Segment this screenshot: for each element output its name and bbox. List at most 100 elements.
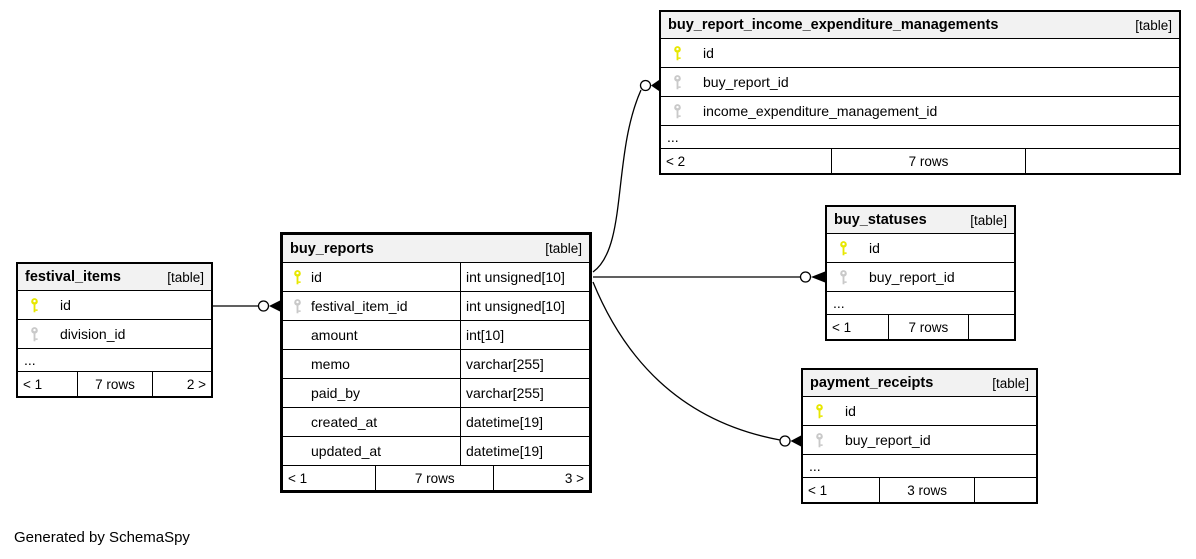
ellipsis-row: ... (18, 349, 211, 372)
foreign-key-icon (31, 326, 38, 341)
table-buy-statuses[interactable]: buy_statuses [table] id buy_report_id ..… (825, 205, 1016, 341)
primary-key-icon (840, 240, 847, 255)
zero-cardinality-dot-icon (639, 79, 652, 92)
column-type: varchar[255] (460, 350, 589, 378)
column-row-buy-report-id: buy_report_id (827, 263, 1014, 292)
table-name-label: buy_report_income_expenditure_management… (668, 17, 999, 33)
column-row-id: id (18, 291, 211, 320)
column-name: id (869, 240, 880, 256)
table-footer: < 1 7 rows 2 > (18, 372, 211, 396)
relationship-buy-reports-to-buy-statuses (593, 271, 825, 283)
column-name: id (60, 297, 71, 313)
ellipsis-row: ... (661, 126, 1179, 149)
column-name: id (845, 403, 856, 419)
column-row-id: id (661, 39, 1179, 68)
column-row-buy-report-id: buy_report_id (661, 68, 1179, 97)
footer-children-count: 2 > (186, 376, 206, 392)
footer-row-count: 7 rows (889, 315, 970, 339)
relationship-buy-reports-to-buy-report-income-expenditure-managements (592, 79, 659, 273)
ellipsis-row: ... (803, 455, 1036, 478)
table-footer: < 2 7 rows (661, 149, 1179, 173)
arrowhead-icon (790, 435, 801, 447)
table-type-tag: [table] (545, 241, 582, 256)
column-name: buy_report_id (703, 74, 789, 90)
arrowhead-icon (269, 300, 280, 312)
zero-cardinality-dot-icon (257, 300, 270, 312)
column-name: id (703, 45, 714, 61)
primary-key-icon (816, 403, 823, 418)
column-type: varchar[255] (460, 379, 589, 407)
column-type: int unsigned[10] (460, 292, 589, 320)
arrowhead-icon (651, 80, 659, 91)
footer-children-count (1026, 149, 1179, 173)
column-row-paid-by: paid_by varchar[255] (283, 379, 589, 408)
relationship-line (592, 281, 781, 441)
primary-key-icon (674, 45, 681, 60)
foreign-key-icon (674, 103, 681, 118)
column-row-memo: memo varchar[255] (283, 350, 589, 379)
ellipsis-row: ... (827, 292, 1014, 315)
column-name: festival_item_id (311, 298, 408, 314)
footer-parents-count: < 2 (661, 149, 832, 173)
column-name: amount (311, 327, 358, 343)
footer-parents-count: < 1 (283, 466, 377, 490)
table-header[interactable]: buy_reports [table] (283, 235, 589, 263)
footer-children-count: 3 > (564, 470, 584, 486)
arrowhead-icon (811, 271, 825, 283)
column-row-id: id int unsigned[10] (283, 263, 589, 292)
footer-parents-count: < 1 (803, 478, 880, 502)
table-name-label: payment_receipts (810, 375, 934, 391)
generated-by-label: Generated by SchemaSpy (14, 529, 190, 546)
column-type: datetime[19] (460, 437, 589, 465)
foreign-key-icon (816, 432, 823, 447)
foreign-key-icon (674, 74, 681, 89)
column-row-festival-item-id: festival_item_id int unsigned[10] (283, 292, 589, 321)
column-type: datetime[19] (460, 408, 589, 436)
table-header[interactable]: festival_items [table] (18, 264, 211, 291)
table-payment-receipts[interactable]: payment_receipts [table] id buy_report_i… (801, 368, 1038, 504)
column-name: updated_at (311, 443, 382, 459)
table-name-label: buy_reports (290, 240, 374, 257)
table-header[interactable]: buy_report_income_expenditure_management… (661, 12, 1179, 39)
column-type: int[10] (460, 321, 589, 349)
zero-cardinality-dot-icon (779, 435, 791, 447)
table-festival-items[interactable]: festival_items [table] id division_id ..… (16, 262, 213, 398)
primary-key-icon (294, 269, 301, 284)
footer-row-count: 7 rows (832, 149, 1027, 173)
column-name: buy_report_id (869, 269, 955, 285)
column-row-updated-at: updated_at datetime[19] (283, 437, 589, 466)
table-type-tag: [table] (1135, 17, 1172, 33)
table-name-label: festival_items (25, 269, 121, 285)
table-buy-report-income-expenditure-managements[interactable]: buy_report_income_expenditure_management… (659, 10, 1181, 175)
column-name: created_at (311, 414, 378, 430)
table-footer: < 1 7 rows 3 > (283, 466, 589, 490)
footer-row-count: 7 rows (78, 372, 154, 396)
column-type: int unsigned[10] (460, 263, 589, 291)
primary-key-icon (31, 297, 38, 312)
column-name: division_id (60, 326, 126, 342)
column-row-income-expenditure-management-id: income_expenditure_management_id (661, 97, 1179, 126)
column-name: income_expenditure_management_id (703, 103, 938, 119)
table-header[interactable]: payment_receipts [table] (803, 370, 1036, 397)
column-row-buy-report-id: buy_report_id (803, 426, 1036, 455)
column-name: paid_by (311, 385, 361, 401)
column-name: id (311, 269, 322, 285)
table-name-label: buy_statuses (834, 212, 927, 228)
table-header[interactable]: buy_statuses [table] (827, 207, 1014, 234)
footer-parents-count: < 1 (827, 315, 889, 339)
footer-row-count: 3 rows (880, 478, 976, 502)
table-buy-reports[interactable]: buy_reports [table] id int unsigned[10] … (280, 232, 592, 493)
table-type-tag: [table] (167, 269, 204, 285)
column-row-division-id: division_id (18, 320, 211, 349)
relationship-festival-items-to-buy-reports (213, 300, 280, 312)
table-type-tag: [table] (970, 212, 1007, 228)
foreign-key-icon (294, 298, 301, 313)
column-row-amount: amount int[10] (283, 321, 589, 350)
column-name: memo (311, 356, 350, 372)
foreign-key-icon (840, 269, 847, 284)
column-row-created-at: created_at datetime[19] (283, 408, 589, 437)
zero-cardinality-dot-icon (799, 271, 812, 283)
footer-children-count (969, 315, 1014, 339)
footer-parents-count: < 1 (18, 372, 78, 396)
